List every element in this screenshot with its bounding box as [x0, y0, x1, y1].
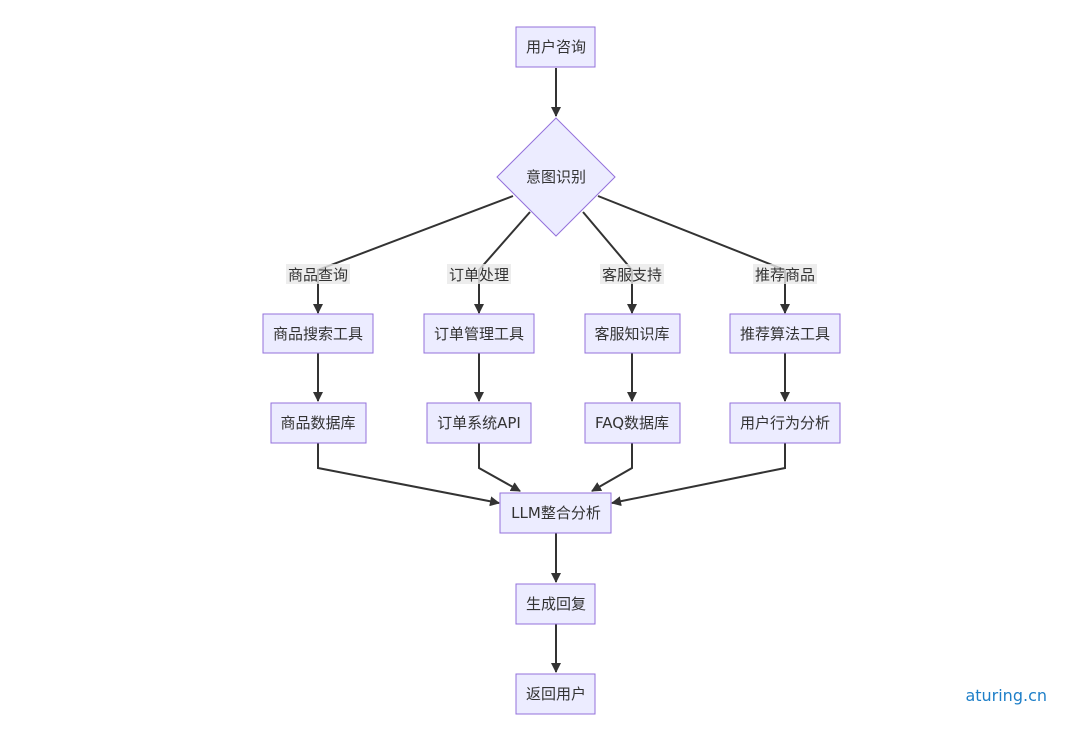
- node-faq-db: FAQ数据库: [584, 402, 681, 444]
- node-knowledge-base: 客服知识库: [584, 313, 681, 354]
- node-user-query-label: 用户咨询: [526, 38, 586, 56]
- edge-intent-recommend: [597, 195, 790, 314]
- node-recommend-tool: 推荐算法工具: [729, 313, 841, 354]
- node-product-search-tool-label: 商品搜索工具: [273, 325, 363, 343]
- node-order-api: 订单系统API: [426, 402, 532, 444]
- node-user-query: 用户咨询: [515, 26, 596, 68]
- edge-labels: 商品查询 订单处理 客服支持 推荐商品: [286, 264, 817, 284]
- edge-faq-llm: [591, 443, 633, 492]
- edge-orderapi-llm: [478, 443, 521, 492]
- node-product-db-label: 商品数据库: [280, 414, 355, 432]
- edge-label-recommend: 推荐商品: [755, 266, 815, 284]
- node-faq-db-label: FAQ数据库: [595, 414, 669, 432]
- node-order-api-label: 订单系统API: [437, 414, 521, 432]
- edge-behavior-llm: [611, 443, 786, 507]
- node-user-behavior-label: 用户行为分析: [740, 414, 830, 432]
- node-product-db: 商品数据库: [270, 402, 367, 444]
- node-intent-label: 意图识别: [526, 168, 586, 186]
- node-intent: 意图识别: [496, 117, 616, 237]
- node-return-user: 返回用户: [515, 673, 596, 715]
- node-user-behavior: 用户行为分析: [729, 402, 841, 444]
- edge-intent-order: [474, 211, 531, 314]
- edge-label-order-processing: 订单处理: [449, 266, 509, 284]
- node-recommend-tool-label: 推荐算法工具: [740, 325, 830, 343]
- edge-label-product-query: 商品查询: [288, 266, 348, 284]
- node-order-tool-label: 订单管理工具: [434, 325, 524, 343]
- watermark: aturing.cn: [965, 686, 1047, 705]
- edge-intent-product: [313, 195, 514, 314]
- node-llm-analysis: LLM整合分析: [499, 492, 612, 534]
- edge-productdb-llm: [317, 443, 500, 507]
- node-llm-analysis-label: LLM整合分析: [511, 504, 601, 522]
- node-generate-reply: 生成回复: [515, 583, 596, 625]
- edge-label-support: 客服支持: [602, 266, 662, 284]
- node-return-user-label: 返回用户: [526, 685, 586, 703]
- node-order-tool: 订单管理工具: [423, 313, 535, 354]
- node-knowledge-base-label: 客服知识库: [594, 325, 669, 343]
- node-product-search-tool: 商品搜索工具: [262, 313, 374, 354]
- node-generate-reply-label: 生成回复: [526, 595, 586, 613]
- edge-intent-support: [582, 211, 637, 314]
